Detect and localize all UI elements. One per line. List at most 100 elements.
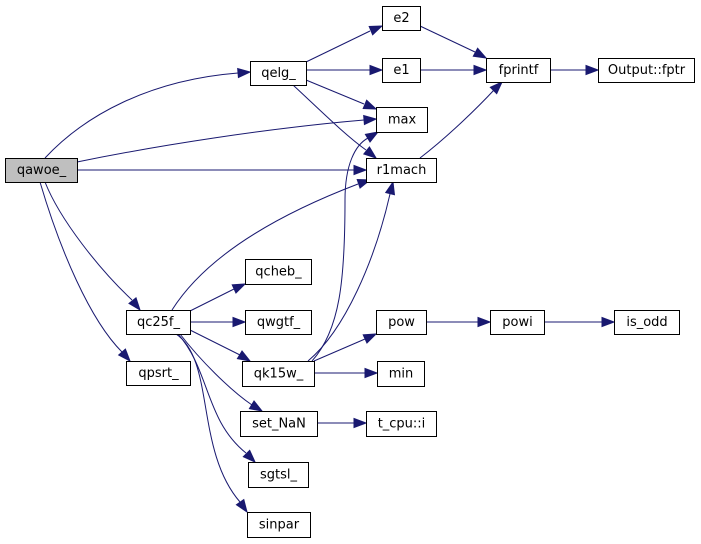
arrowhead-icon <box>353 164 368 176</box>
edge-line <box>419 89 495 159</box>
node-qawoe[interactable]: qawoe_ <box>5 158 78 183</box>
arrowhead-icon <box>362 146 378 159</box>
arrowhead-icon <box>477 316 492 328</box>
node-pow[interactable]: pow <box>376 310 427 335</box>
node-label: qelg_ <box>261 66 296 81</box>
edge-line <box>313 338 366 362</box>
arrowhead-icon <box>237 67 252 79</box>
node-box[interactable] <box>366 158 437 183</box>
edge-qc25f-to-qwgtf <box>190 316 247 328</box>
edge-qk15w-to-min <box>314 367 379 379</box>
arrowhead-icon <box>236 350 252 362</box>
node-box[interactable] <box>366 411 437 437</box>
edge-qelg-to-r1mach <box>292 84 378 159</box>
node-box[interactable] <box>376 310 427 335</box>
node-label: is_odd <box>626 315 667 330</box>
node-sinpar[interactable]: sinpar <box>247 512 311 538</box>
node-box[interactable] <box>5 158 78 183</box>
node-max[interactable]: max <box>376 107 428 133</box>
edge-line <box>39 181 123 353</box>
node-e2[interactable]: e2 <box>382 6 421 31</box>
edge-line <box>175 333 241 503</box>
node-box[interactable] <box>248 462 309 488</box>
node-box[interactable] <box>490 310 545 335</box>
edge-line <box>419 25 476 53</box>
edge-line <box>305 79 365 105</box>
edge-qelg-to-max <box>305 79 378 110</box>
node-box[interactable] <box>382 6 421 31</box>
node-output-fptr[interactable]: Output::fptr <box>598 58 695 83</box>
node-box[interactable] <box>376 107 428 133</box>
edge-line <box>307 193 391 362</box>
node-set-nan[interactable]: set_NaN <box>240 411 318 437</box>
edge-qelg-to-e2 <box>305 25 384 63</box>
node-powi[interactable]: powi <box>490 310 545 335</box>
edge-qc25f-to-set_NaN <box>179 333 264 412</box>
node-box[interactable] <box>598 58 695 83</box>
node-qwgtf[interactable]: qwgtf_ <box>245 310 312 335</box>
node-qc25f[interactable]: qc25f_ <box>126 310 191 335</box>
node-box[interactable] <box>382 58 421 83</box>
arrowhead-icon <box>248 400 264 412</box>
node-box[interactable] <box>240 411 318 437</box>
node-qcheb[interactable]: qcheb_ <box>245 259 312 285</box>
node-box[interactable] <box>250 61 307 86</box>
edge-line <box>76 119 365 163</box>
node-qk15w[interactable]: qk15w_ <box>242 361 315 387</box>
arrowhead-icon <box>364 367 379 379</box>
node-label: qpsrt_ <box>138 366 179 381</box>
node-box[interactable] <box>245 310 312 335</box>
node-box[interactable] <box>614 310 680 335</box>
arrowhead-icon <box>242 449 257 464</box>
node-label: e2 <box>393 11 409 26</box>
edge-qawoe-to-r1mach <box>77 164 368 176</box>
node-box[interactable] <box>126 361 191 386</box>
edge-e2-to-fprintf <box>419 25 488 59</box>
edge-qawoe-to-max <box>76 114 378 163</box>
node-t-cpu-i[interactable]: t_cpu::i <box>366 411 437 437</box>
node-qpsrt[interactable]: qpsrt_ <box>126 361 191 386</box>
arrowhead-icon <box>473 64 488 76</box>
edge-line <box>311 137 369 362</box>
arrowhead-icon <box>472 47 488 59</box>
edges-layer <box>39 25 616 514</box>
node-label: sinpar <box>259 518 300 533</box>
node-box[interactable] <box>247 512 311 538</box>
edge-qawoe-to-qpsrt <box>39 181 131 363</box>
arrowhead-icon <box>601 316 616 328</box>
edge-set_NaN-to-t_cpu_i <box>317 417 368 429</box>
node-box[interactable] <box>486 58 551 83</box>
node-qelg[interactable]: qelg_ <box>250 61 307 86</box>
edge-powi-to-is_odd <box>544 316 616 328</box>
arrowhead-icon <box>362 333 378 344</box>
node-fprintf[interactable]: fprintf <box>486 58 551 83</box>
edge-pow-to-powi <box>426 316 492 328</box>
edge-line <box>177 333 247 454</box>
arrowhead-icon <box>232 316 247 328</box>
arrowhead-icon <box>117 348 131 363</box>
edge-line <box>44 72 239 159</box>
node-label: min <box>389 367 414 382</box>
edge-line <box>292 84 367 151</box>
node-box[interactable] <box>126 310 191 335</box>
edge-fprintf-to-output_fptr <box>550 64 600 76</box>
arrowhead-icon <box>369 64 384 76</box>
edge-qk15w-to-r1mach <box>307 180 396 362</box>
node-box[interactable] <box>245 259 312 285</box>
node-r1mach[interactable]: r1mach <box>366 158 437 183</box>
node-is-odd[interactable]: is_odd <box>614 310 680 335</box>
node-e1[interactable]: e1 <box>382 58 421 83</box>
arrowhead-icon <box>384 180 396 196</box>
node-box[interactable] <box>242 361 315 387</box>
node-box[interactable] <box>377 361 425 387</box>
edge-qawoe-to-qc25f <box>44 181 141 312</box>
node-label: t_cpu::i <box>378 417 426 432</box>
arrowhead-icon <box>353 417 368 429</box>
node-label: qcheb_ <box>255 265 302 280</box>
node-min[interactable]: min <box>377 361 425 387</box>
node-label: qawoe_ <box>17 163 67 178</box>
node-sgtsl[interactable]: sgtsl_ <box>248 462 309 488</box>
edge-qawoe-to-qelg <box>44 67 252 159</box>
